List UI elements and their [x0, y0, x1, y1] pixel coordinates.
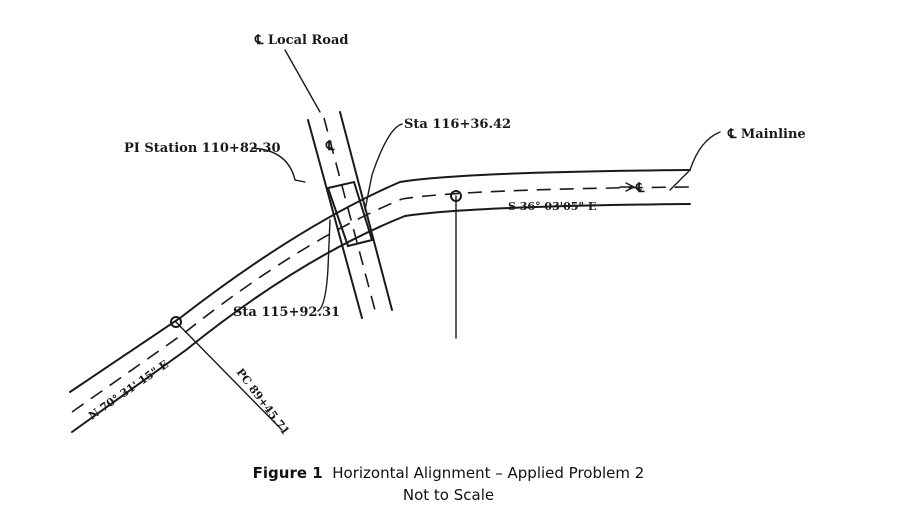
local-road-edge-right: [339, 111, 393, 311]
caption-line-1: Figure 1 Horizontal Alignment – Applied …: [0, 462, 897, 484]
bearing-right-label: S 36° 03'05" E: [508, 200, 596, 213]
mainline-top-edge: [69, 169, 691, 393]
caption-subtitle: Not to Scale: [402, 486, 495, 504]
mainline-label: ℄ Mainline: [727, 127, 806, 142]
centerline-symbol-local: ℄: [325, 139, 335, 154]
sta-115-leader: [317, 219, 331, 312]
pi-station-label: PI Station 110+82.30: [124, 141, 281, 156]
local-road-edge-left: [307, 119, 363, 319]
figure-number: Figure 1: [252, 464, 323, 482]
pc-point: [170, 316, 182, 328]
mainline-bottom-edge: [71, 203, 691, 433]
figure-title: Horizontal Alignment – Applied Problem 2: [332, 464, 645, 482]
bridge-deck: [326, 180, 374, 248]
mainline-centerline: [71, 186, 691, 413]
sta-116-label: Sta 116+36.42: [404, 117, 511, 132]
centerline-arrow-right: [619, 182, 636, 192]
figure-caption: Figure 1 Horizontal Alignment – Applied …: [0, 462, 897, 506]
pi-station-leader: [251, 147, 306, 183]
bearing-left-label: N 70° 31' 15" E: [86, 358, 171, 423]
centerline-symbol-mainline: ℄: [635, 181, 645, 196]
local-road-lead: [284, 49, 321, 113]
pc-radial-line: [175, 321, 283, 431]
local-road-label: ℄ Local Road: [254, 33, 348, 48]
pc-label: PC 89+45.71: [234, 366, 292, 438]
sta-116-leader: [364, 123, 403, 211]
local-road-centerline: [323, 117, 377, 315]
mainline-leader: [669, 131, 721, 191]
sta-115-label: Sta 115+92.31: [233, 305, 340, 320]
